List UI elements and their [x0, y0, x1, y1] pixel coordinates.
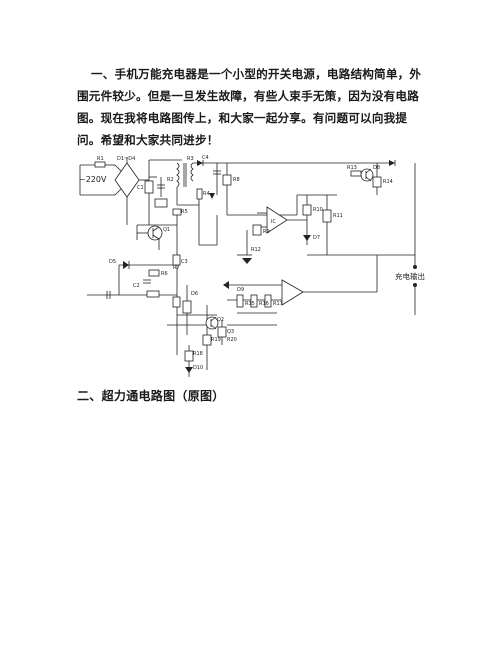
charger-circuit-diagram: ~220V R1 D1~D4 [77, 155, 429, 383]
label-r19: R19 [211, 337, 221, 343]
opamp-region: R8 IC R9 R10 R11 R12 D7 [222, 163, 377, 264]
label-r4: R4 [203, 191, 210, 197]
label-c3: C3 [181, 259, 188, 265]
label-r13: R13 [347, 165, 357, 171]
bridge-rectifier: D1~D4 [114, 156, 149, 225]
label-r12: R12 [251, 247, 261, 253]
label-r18: R18 [193, 351, 203, 357]
label-q1: Q1 [163, 227, 170, 233]
label-d8: D8 [373, 165, 380, 171]
charge-output-label: 充电输出 [395, 271, 425, 281]
primary-rail: C1 R2 [137, 159, 182, 225]
intro-paragraph: 一、手机万能充电器是一个小型的开关电源，电路结构简单，外围元件较少。但是一旦发生… [77, 63, 429, 151]
label-r8: R8 [233, 177, 240, 183]
charge-output-terminal: 充电输出 [395, 265, 425, 287]
secondary-output: C4 [197, 155, 395, 199]
label-ic: IC [271, 219, 276, 225]
label-r1: R1 [97, 156, 104, 162]
feedback-loop: D5 R6 R7 C2 [109, 259, 180, 298]
label-r17: R17 [273, 301, 283, 307]
switch-transistor-q1: Q1 [137, 225, 170, 250]
label-d5: D5 [109, 259, 116, 265]
label-r5: R5 [181, 209, 188, 215]
label-r9: R9 [263, 229, 270, 235]
label-r16: R16 [259, 301, 269, 307]
label-r15: R15 [245, 301, 255, 307]
label-q3: Q3 [227, 329, 234, 335]
label-c1: C1 [137, 185, 144, 191]
label-r6: R6 [161, 271, 168, 277]
label-q2: Q2 [217, 317, 224, 323]
label-r11: R11 [333, 213, 343, 219]
label-r3: R3 [187, 156, 194, 162]
label-r7: R7 [173, 265, 180, 271]
label-r14: R14 [383, 179, 393, 185]
label-r2: R2 [167, 177, 174, 183]
misc-wiring [87, 194, 337, 299]
label-d1-d4: D1~D4 [117, 156, 135, 162]
input-voltage-label: ~220V [79, 175, 107, 184]
label-c4: C4 [202, 155, 209, 161]
label-r20: R20 [227, 337, 237, 343]
section-2-heading: 二、超力通电路图（原图） [77, 389, 225, 403]
mains-input: ~220V R1 [79, 156, 115, 196]
left-resistors: R4 R5 [136, 188, 210, 245]
label-r10: R10 [313, 207, 323, 213]
center-bus: C3 D6 [167, 240, 217, 355]
label-d7: D7 [313, 235, 320, 241]
bottom-indicator-stage: R18 Q2 Q3 R19 D10 R20 [184, 305, 277, 377]
circuit-schematic-svg: ~220V R1 D1~D4 [79, 155, 425, 377]
label-d10: D10 [193, 365, 203, 371]
second-comparator: D9 R15 R16 R17 [223, 255, 378, 314]
output-stage: D8 R13 R14 [347, 160, 416, 315]
label-d9: D9 [237, 287, 244, 293]
intro-text: 一、手机万能充电器是一个小型的开关电源，电路结构简单，外围元件较少。但是一旦发生… [77, 67, 422, 147]
label-c2: C2 [133, 283, 140, 289]
label-d6: D6 [191, 291, 198, 297]
